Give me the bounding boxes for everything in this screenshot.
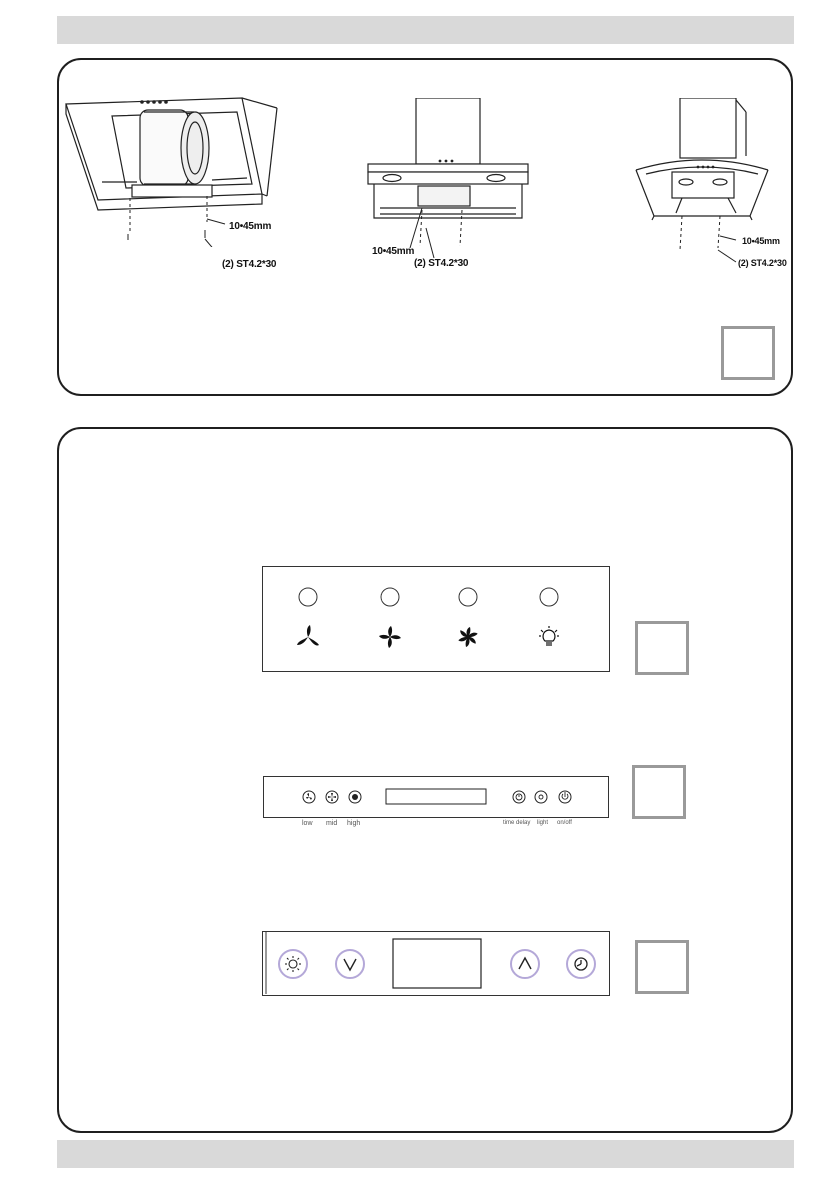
label-light: light bbox=[537, 820, 549, 826]
fan-low-icon bbox=[297, 625, 319, 646]
power-icon bbox=[561, 792, 569, 800]
light-button[interactable] bbox=[278, 949, 308, 979]
screw-size-label: 10•45mm bbox=[372, 246, 415, 257]
hood-figure-slanted bbox=[65, 97, 278, 247]
light-bulb-icon bbox=[539, 626, 559, 646]
footer-bar bbox=[57, 1140, 794, 1168]
fan-mid-icon bbox=[328, 793, 336, 801]
light-icon bbox=[285, 956, 301, 972]
clock-icon bbox=[515, 793, 523, 801]
fan-low-button[interactable] bbox=[298, 587, 318, 607]
hood-figure-chimney bbox=[367, 98, 529, 258]
step-box-panel-a bbox=[635, 621, 689, 675]
installation-panel bbox=[57, 58, 793, 396]
step-box-panel-c bbox=[635, 940, 689, 994]
hood-figure-curved bbox=[635, 98, 769, 263]
fan-high-icon bbox=[352, 794, 358, 800]
display-window bbox=[385, 788, 487, 805]
control-panel-b bbox=[263, 776, 609, 818]
timer-icon bbox=[574, 957, 588, 971]
fan-low-icon bbox=[306, 793, 312, 800]
bolt-spec-label: (2) ST4.2*30 bbox=[222, 259, 277, 270]
up-arrow-icon bbox=[518, 956, 532, 970]
step-box-install bbox=[721, 326, 775, 380]
light-button[interactable] bbox=[534, 790, 548, 804]
fan-mid-button[interactable] bbox=[380, 587, 400, 607]
label-time-delay: time delay bbox=[503, 820, 531, 826]
control-panel-c bbox=[262, 931, 610, 996]
control-panel-a bbox=[262, 566, 610, 672]
display-window bbox=[392, 938, 482, 989]
bolt-spec-label: (2) ST4.2*30 bbox=[414, 258, 469, 269]
fan-high-icon bbox=[458, 627, 478, 647]
sun-icon bbox=[538, 794, 544, 800]
down-arrow-icon bbox=[343, 958, 357, 972]
header-bar bbox=[57, 16, 794, 44]
up-button[interactable] bbox=[510, 949, 540, 979]
down-button[interactable] bbox=[335, 949, 365, 979]
step-box-panel-b bbox=[632, 765, 686, 819]
fan-high-button[interactable] bbox=[458, 587, 478, 607]
light-button[interactable] bbox=[539, 587, 559, 607]
label-high: high bbox=[347, 820, 361, 827]
control-panels-section bbox=[57, 427, 793, 1133]
label-mid: mid bbox=[326, 820, 338, 827]
bolt-spec-label: (2) ST4.2*30 bbox=[738, 258, 787, 268]
screw-size-label: 10•45mm bbox=[742, 236, 780, 246]
label-on-off: on/off bbox=[557, 820, 572, 826]
fan-mid-icon bbox=[379, 626, 401, 648]
label-low: low bbox=[302, 820, 313, 827]
screw-size-label: 10•45mm bbox=[229, 221, 272, 232]
